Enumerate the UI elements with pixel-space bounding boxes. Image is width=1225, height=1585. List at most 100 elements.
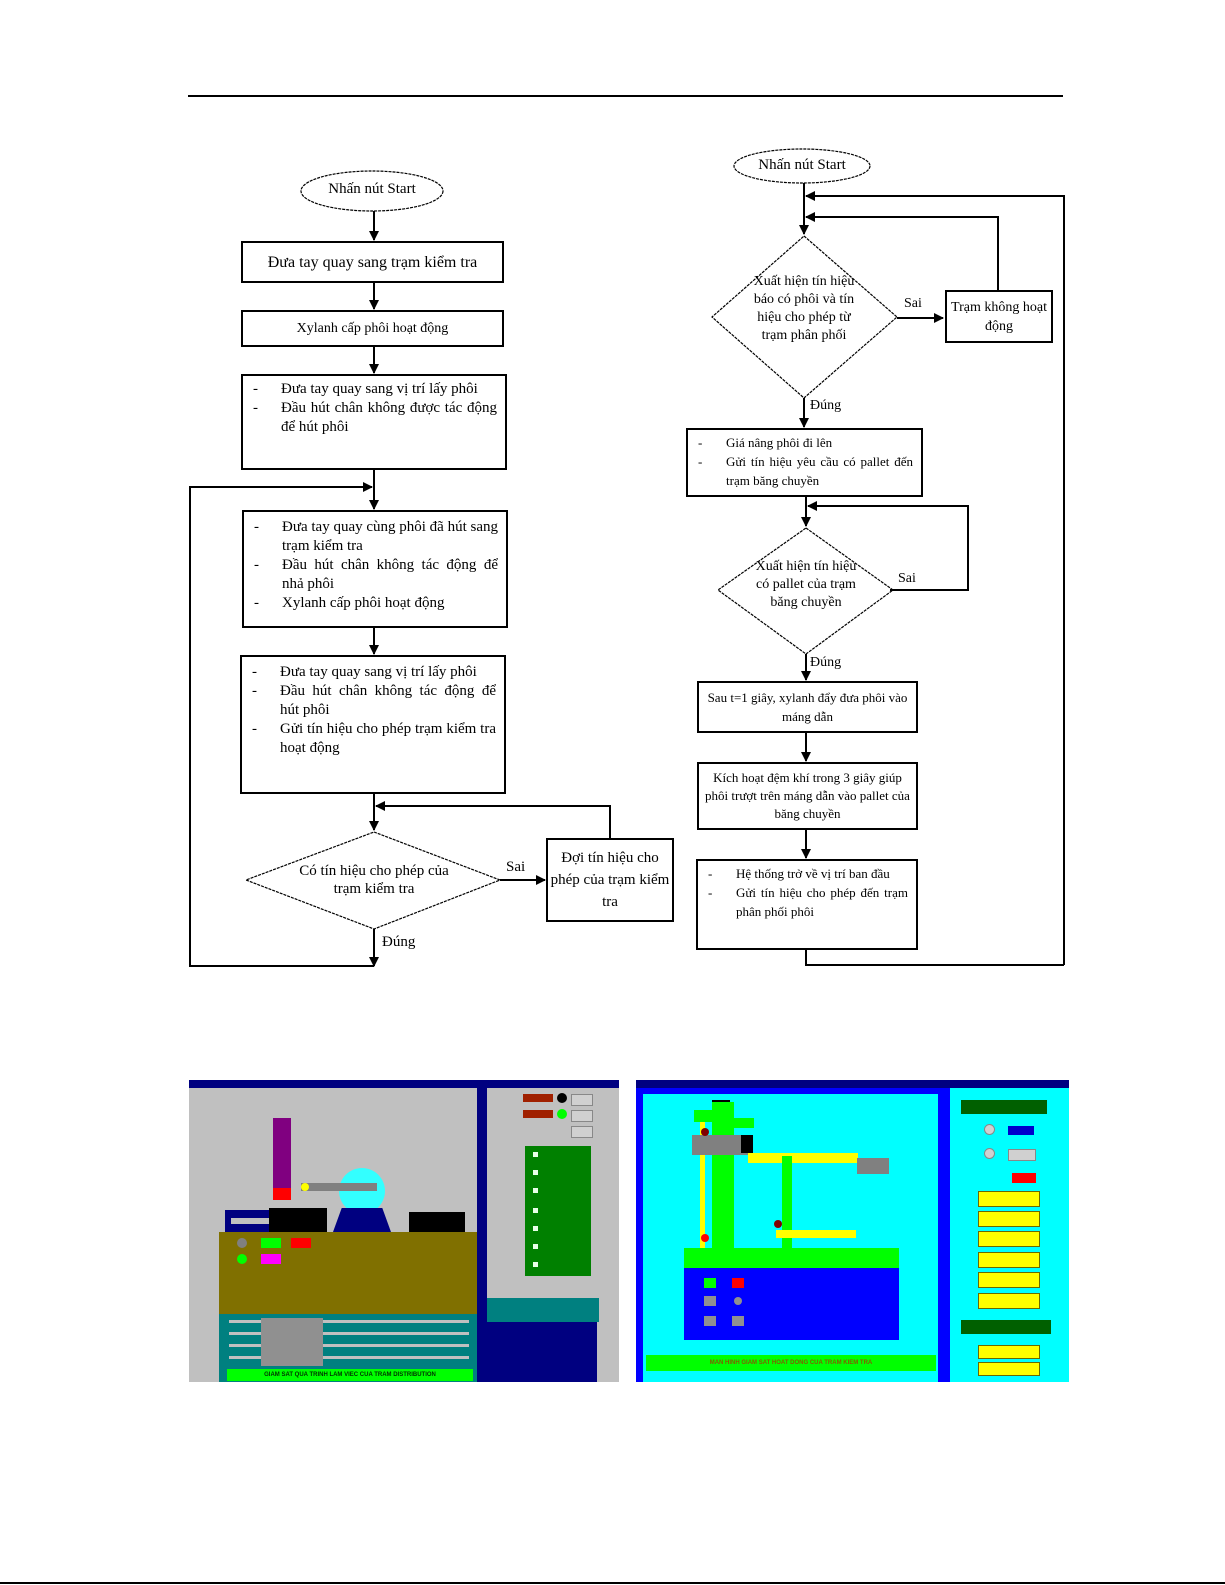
inspection-banner: MAN HINH GIAM SAT HOAT DONG CUA TRAM KIE… bbox=[646, 1355, 936, 1371]
base-lamp-green bbox=[704, 1278, 716, 1288]
transfer-arm bbox=[748, 1153, 858, 1163]
left-step-pick-and-signal: -Đưa tay quay sang vị trí lấy phôi -Đầu … bbox=[240, 655, 506, 794]
left-no-label: Sai bbox=[506, 859, 526, 875]
window-titlebar bbox=[636, 1080, 1069, 1088]
lamp-black bbox=[557, 1093, 567, 1103]
clamp-bracket bbox=[734, 1118, 754, 1128]
right-yes-label-1: Đúng bbox=[810, 398, 842, 413]
io-toggle bbox=[978, 1191, 1040, 1207]
list-item: -Đưa tay quay sang vị trí lấy phôi bbox=[252, 664, 477, 680]
panel-button-1 bbox=[571, 1094, 593, 1106]
base-button bbox=[732, 1316, 744, 1326]
right-inactive-box: Trạm không hoạt động bbox=[945, 290, 1053, 343]
io-toggle bbox=[978, 1211, 1040, 1227]
lamp-run bbox=[557, 1109, 567, 1119]
upper-bracket bbox=[694, 1110, 714, 1122]
actuator-mount bbox=[333, 1208, 391, 1232]
list-item: -Đưa tay quay cùng phôi đã hút sang trạm… bbox=[254, 519, 498, 554]
list-item: -Đầu hút chân không tác động để hút phôi bbox=[252, 683, 496, 718]
panel-header-2 bbox=[961, 1320, 1051, 1334]
lamp-green bbox=[237, 1254, 247, 1264]
io-checkbox bbox=[533, 1262, 538, 1267]
station-base bbox=[684, 1268, 899, 1340]
lower-arm bbox=[776, 1230, 856, 1238]
io-toggle bbox=[978, 1272, 1040, 1288]
footer-rule bbox=[0, 1582, 1225, 1584]
mode-display bbox=[1008, 1126, 1034, 1135]
io-toggle bbox=[978, 1345, 1040, 1359]
base-lamp bbox=[734, 1297, 742, 1305]
base-button bbox=[704, 1316, 716, 1326]
header-rule bbox=[188, 95, 1063, 97]
right-no-label-2: Sai bbox=[898, 571, 916, 586]
alarm-indicator bbox=[1012, 1173, 1036, 1183]
status-strip bbox=[487, 1298, 599, 1322]
reset-button bbox=[261, 1254, 281, 1264]
right-step-lift-part: -Giá nâng phôi đi lên -Gửi tín hiệu yêu … bbox=[686, 428, 923, 497]
list-item: -Đưa tay quay sang vị trí lấy phôi bbox=[253, 381, 478, 397]
feed-base bbox=[269, 1208, 327, 1232]
sensor-lamp-mid bbox=[774, 1220, 782, 1228]
rack-rails bbox=[229, 1320, 469, 1323]
left-start-ellipse bbox=[300, 170, 444, 212]
left-yes-label: Đúng bbox=[382, 934, 416, 950]
slide-chute bbox=[857, 1158, 889, 1174]
base-lamp-red bbox=[732, 1278, 744, 1288]
right-start-ellipse bbox=[733, 148, 871, 184]
sensor-lamp-bottom bbox=[701, 1234, 709, 1242]
io-checkbox bbox=[533, 1170, 538, 1175]
io-toggle bbox=[978, 1362, 1040, 1376]
io-toggle bbox=[978, 1231, 1040, 1247]
io-checkbox bbox=[533, 1188, 538, 1193]
list-item: -Giá nâng phôi đi lên bbox=[698, 435, 833, 450]
lamp-gray bbox=[237, 1238, 247, 1248]
list-item: -Gửi tín hiệu cho phép trạm kiểm tra hoạ… bbox=[252, 721, 496, 756]
list-item: -Đầu hút chân không được tác động để hút… bbox=[253, 400, 497, 435]
io-toggle bbox=[978, 1293, 1040, 1309]
transfer-block bbox=[409, 1212, 465, 1232]
right-step-push-part: Sau t=1 giây, xylanh đẩy đưa phôi vào má… bbox=[697, 681, 918, 733]
left-start-label: Nhấn nút Start bbox=[328, 181, 416, 197]
window-titlebar bbox=[189, 1080, 619, 1088]
io-checkbox bbox=[533, 1208, 538, 1213]
distribution-station-hmi-screenshot: GIAM SAT QUA TRINH LAM VIEC CUA TRAM DIS… bbox=[189, 1080, 619, 1382]
io-toggle bbox=[978, 1252, 1040, 1268]
left-decision-label: Có tín hiệu cho phép của trạm kiểm tra bbox=[299, 863, 449, 897]
io-checkbox bbox=[533, 1244, 538, 1249]
option-radio bbox=[984, 1124, 995, 1135]
io-checkbox bbox=[533, 1226, 538, 1231]
right-step-air-cushion: Kích hoạt đệm khí trong 3 giây giúp phôi… bbox=[697, 762, 918, 830]
base-button bbox=[704, 1296, 716, 1306]
list-item: -Gửi tín hiệu cho phép đến trạm phân phố… bbox=[708, 885, 908, 919]
station-body bbox=[219, 1232, 477, 1314]
stop-button bbox=[291, 1238, 311, 1248]
list-item: -Đầu hút chân không tác động để nhả phôi bbox=[254, 557, 498, 592]
io-checkbox bbox=[533, 1152, 538, 1157]
rotary-actuator bbox=[339, 1168, 385, 1214]
panel-button bbox=[1008, 1149, 1036, 1161]
sensor-lamp-top bbox=[701, 1128, 709, 1136]
magazine-tube bbox=[273, 1118, 291, 1190]
right-step-reset: -Hệ thống trở về vị trí ban đầu -Gửi tín… bbox=[696, 859, 918, 950]
distribution-banner: GIAM SAT QUA TRINH LAM VIEC CUA TRAM DIS… bbox=[227, 1369, 473, 1381]
left-step-pick-part: -Đưa tay quay sang vị trí lấy phôi -Đầu … bbox=[241, 374, 507, 470]
suction-cup bbox=[301, 1183, 309, 1191]
left-step-place-part: -Đưa tay quay cùng phôi đã hút sang trạm… bbox=[242, 510, 508, 628]
plc-module bbox=[261, 1318, 323, 1366]
right-yes-label-2: Đúng bbox=[810, 655, 842, 670]
panel-button-2 bbox=[571, 1110, 593, 1122]
right-no-label-1: Sai bbox=[904, 296, 922, 311]
panel-header-1 bbox=[961, 1100, 1047, 1114]
counter-display-1 bbox=[523, 1094, 553, 1102]
inspection-station-hmi-screenshot: MAN HINH GIAM SAT HOAT DONG CUA TRAM KIE… bbox=[636, 1080, 1069, 1382]
station-top bbox=[684, 1248, 899, 1268]
swivel-arm bbox=[301, 1183, 377, 1191]
divider-bar bbox=[477, 1088, 487, 1382]
secondary-column bbox=[782, 1156, 792, 1248]
panel-button-3 bbox=[571, 1126, 593, 1138]
io-checkbox-panel bbox=[525, 1146, 591, 1276]
lift-carriage bbox=[692, 1135, 752, 1155]
left-wait-box: Đợi tín hiệu cho phép của trạm kiểm tra bbox=[546, 838, 674, 922]
list-item: -Hệ thống trở về vị trí ban đầu bbox=[708, 866, 890, 881]
part-indicator bbox=[273, 1188, 291, 1200]
